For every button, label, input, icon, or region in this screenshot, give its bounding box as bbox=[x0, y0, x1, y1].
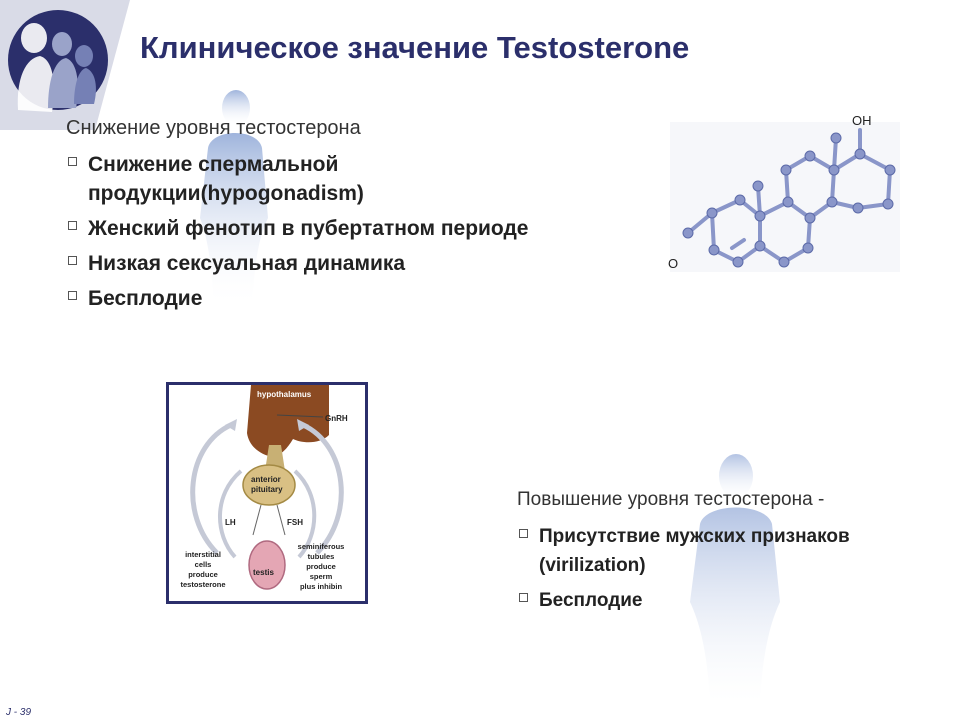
section-heading-low: Снижение уровня тестостерона bbox=[66, 117, 361, 139]
bullet-list-low: Снижение спермальной продукции(hypogonad… bbox=[66, 150, 536, 319]
testosterone-molecule-icon: OH O bbox=[668, 113, 900, 272]
testis-label: testis bbox=[253, 568, 274, 577]
interstitial-text: interstitial bbox=[185, 550, 221, 559]
section-heading-high: Повышение уровня тестостерона - bbox=[517, 489, 825, 510]
hypothalamus-pituitary-testis-diagram: hypothalamus GnRH anterior pituitary LH … bbox=[180, 385, 348, 591]
female-silhouette-icon bbox=[200, 90, 268, 308]
anterior-label: anterior bbox=[251, 475, 281, 484]
list-item: Низкая сексуальная динамика bbox=[66, 249, 536, 278]
logo-icon bbox=[0, 0, 130, 130]
sperm-text: sperm bbox=[310, 572, 333, 581]
list-item: Бесплодие bbox=[517, 586, 957, 615]
bullet-square-icon bbox=[68, 157, 77, 166]
female-silhouette-icon bbox=[690, 454, 780, 702]
inhibin-text: plus inhibin bbox=[300, 582, 342, 591]
slide-title: Клиническое значение Testosterone bbox=[140, 30, 690, 65]
list-item: Снижение спермальной продукции(hypogonad… bbox=[66, 150, 536, 208]
tubules-text: tubules bbox=[308, 552, 335, 561]
gnrh-label: GnRH bbox=[325, 414, 348, 423]
cells-text: cells bbox=[195, 560, 212, 569]
seminiferous-text: seminiferous bbox=[298, 542, 345, 551]
oh-label: OH bbox=[852, 113, 872, 128]
fsh-label: FSH bbox=[287, 518, 303, 527]
list-item: Бесплодие bbox=[66, 284, 536, 313]
testosterone-text: testosterone bbox=[180, 580, 225, 589]
hormone-axis-figure: hypothalamus GnRH anterior pituitary LH … bbox=[166, 382, 368, 604]
bullet-square-icon bbox=[68, 291, 77, 300]
hypothalamus-label: hypothalamus bbox=[257, 390, 312, 399]
bullet-square-icon bbox=[519, 593, 528, 602]
bullet-square-icon bbox=[68, 221, 77, 230]
pituitary-label: pituitary bbox=[251, 485, 283, 494]
produce-text: produce bbox=[188, 570, 218, 579]
slide-number: J - 39 bbox=[6, 707, 32, 718]
bullet-list-high: Присутствие мужских признаков (virilizat… bbox=[517, 522, 957, 621]
list-item: Женский фенотип в пубертатном периоде bbox=[66, 214, 536, 243]
o-label: O bbox=[668, 256, 678, 271]
list-item: Присутствие мужских признаков (virilizat… bbox=[517, 522, 957, 580]
lh-label: LH bbox=[225, 518, 236, 527]
produce-text-right: produce bbox=[306, 562, 336, 571]
bullet-square-icon bbox=[519, 529, 528, 538]
bullet-square-icon bbox=[68, 256, 77, 265]
